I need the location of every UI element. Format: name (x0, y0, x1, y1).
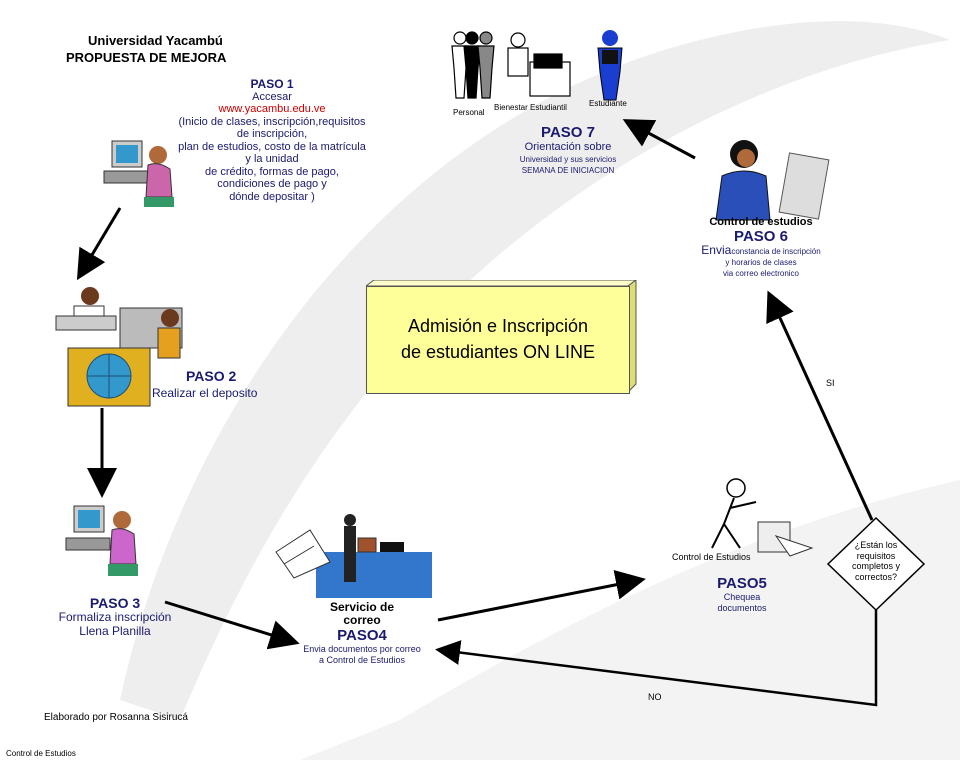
paso1-block: PASO 1 Accesar www.yacambu.edu.ve (Inici… (172, 78, 372, 203)
paso2-action: Realizar el deposito (152, 386, 258, 400)
center-box-bevel (366, 280, 637, 394)
proposal-title: PROPUESTA DE MEJORA (66, 50, 227, 65)
decision-diamond (826, 516, 926, 612)
control-estudios-operator-icon (715, 140, 830, 221)
paso4-block: Servicio de correo PASO4 Envia documento… (292, 601, 432, 666)
paso6-envia: Envia (701, 243, 732, 257)
paso1-title: PASO 1 (250, 77, 294, 91)
paso6-line1: constancia de inscripción (731, 247, 821, 256)
decision-line-3: correctos? (854, 571, 898, 582)
paso6-block: Control de estudios PASO 6 Enviaconstanc… (680, 217, 842, 279)
paso7-block: PASO 7 Orientación sobre Universidad y s… (488, 124, 648, 176)
decision-line-0: ¿Están los (854, 540, 898, 550)
paso1-detail-0: (Inicio de clases, inscripción,requisito… (178, 115, 366, 128)
mail-service-icon (275, 514, 432, 598)
decision-line-1: requisitos (856, 550, 896, 561)
paso3-line2: Llena Planilla (79, 624, 151, 638)
paso3-block: PASO 3 Formaliza inscripción Llena Plani… (40, 596, 190, 638)
paso6-dept: Control de estudios (709, 216, 813, 228)
paso7-line1: Orientación sobre (524, 141, 612, 153)
paso7-title: PASO 7 (541, 124, 595, 141)
arrow-paso6-to-paso7 (622, 119, 696, 160)
paso5-block: PASO5 Chequea documentos (692, 575, 792, 614)
orientation-people-icon (451, 30, 623, 101)
paso6-line2: y horarios de clases (725, 258, 797, 267)
decision-yes-label: SI (826, 378, 835, 388)
background-swoosh (120, 21, 950, 720)
document-check-icon (711, 478, 814, 557)
paso3-title: PASO 3 (89, 595, 141, 611)
paso6-title: PASO 6 (734, 228, 788, 245)
arrow-no-loop (435, 610, 878, 707)
paso1-detail-2: plan de estudios, costo de la matrícula (178, 140, 366, 153)
arrow-paso3-to-paso4 (164, 600, 300, 650)
computer-user-icon (103, 140, 174, 207)
paso7-line2: Universidad y sus servicios (519, 155, 617, 164)
paso7-line3: SEMANA DE INICIACION (521, 166, 615, 175)
paso7-label-estudiante: Estudiante (589, 99, 627, 108)
paso1-detail-6: dónde depositar ) (229, 190, 315, 203)
center-box-line2: de estudiantes ON LINE (400, 342, 596, 362)
paso3-line1: Formaliza inscripción (58, 610, 172, 624)
paso4-line2: a Control de Estudios (318, 655, 406, 665)
paso5-line2: documentos (717, 603, 767, 613)
footer-dept: Control de Estudios (6, 749, 76, 758)
center-box-line1: Admisión e Inscripción (407, 316, 589, 336)
paso1-detail-4: de crédito, formas de pago, (205, 165, 339, 178)
paso1-action: Accesar (252, 90, 292, 103)
paso5-line1: Chequea (723, 592, 761, 602)
paso7-label-bienestar: Bienestar Estudiantil (494, 103, 567, 112)
form-filler-icon (65, 505, 138, 576)
paso5-title: PASO5 (717, 575, 767, 592)
arrow-paso1-to-paso2 (76, 207, 122, 281)
paso1-url-link[interactable]: www.yacambu.edu.ve (218, 103, 326, 115)
paso7-label-personal: Personal (453, 108, 485, 117)
university-name: Universidad Yacambú (88, 33, 223, 48)
paso1-detail-1: de inscripción, (236, 128, 308, 140)
paso1-detail-3: y la unidad (245, 153, 299, 165)
decision-line-2: completos y (851, 561, 901, 571)
center-box: Admisión e Inscripción de estudiantes ON… (366, 286, 630, 394)
bank-deposit-icon (55, 287, 183, 407)
paso4-service2: correo (343, 613, 381, 627)
author-credit: Elaborado por Rosanna Sisirucá (44, 712, 188, 723)
paso2-title: PASO 2 (186, 368, 237, 384)
arrow-si-to-paso6 (766, 290, 874, 521)
paso4-title: PASO4 (337, 627, 387, 644)
decision-question: ¿Están los requisitos completos y correc… (836, 540, 916, 582)
paso4-line1: Envia documentos por correo (303, 644, 421, 654)
decision-no-label: NO (648, 692, 662, 702)
paso4-service: Servicio de (329, 600, 395, 614)
paso5-dept: Control de Estudios (672, 552, 751, 562)
paso1-detail-5: condiciones de pago y (217, 178, 327, 190)
arrow-paso4-to-paso5 (437, 569, 646, 622)
paso6-line3: via correo electronico (722, 269, 800, 278)
